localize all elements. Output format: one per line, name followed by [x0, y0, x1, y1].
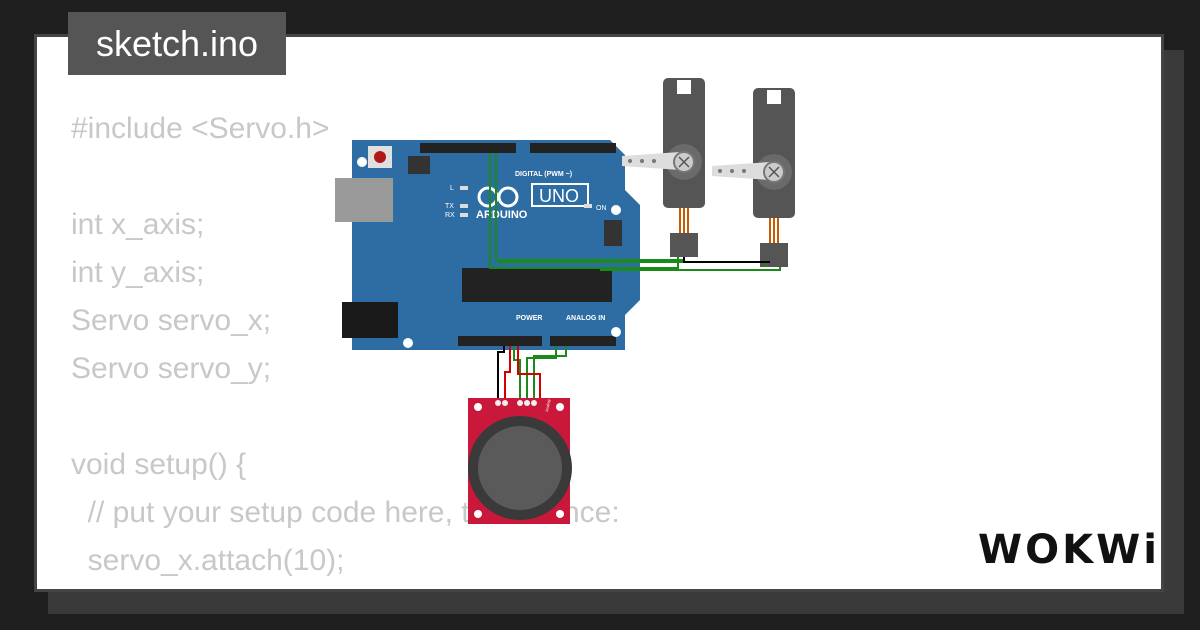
- power-header-label: POWER: [516, 315, 542, 322]
- arduino-model: UNO: [539, 186, 579, 206]
- code-editor: #include <Servo.h> int x_axis;int y_axis;…: [71, 105, 620, 589]
- on-led-label: ON: [596, 205, 607, 212]
- code-line: servo_x.attach(10);: [71, 544, 345, 577]
- wiring: [489, 153, 781, 398]
- code-line: #include <Servo.h>: [71, 112, 330, 145]
- led-tx-label: TX: [445, 203, 454, 210]
- code-line: void setup() {: [71, 448, 247, 481]
- servo-x[interactable]: [622, 78, 705, 257]
- code-line: // put your setup code here, to run once…: [71, 496, 620, 529]
- wokwi-logo[interactable]: WOKWi: [978, 527, 1160, 573]
- analog-joystick[interactable]: Analog Joystick: [468, 384, 572, 524]
- led-l-label: L: [450, 185, 454, 192]
- digital-header-left: [420, 143, 516, 153]
- servo-y[interactable]: [712, 88, 795, 267]
- digital-header-label: DIGITAL (PWM ~): [515, 171, 572, 178]
- usb-port: [335, 178, 393, 222]
- analog-header-label: ANALOG IN: [566, 315, 605, 322]
- code-line: int y_axis;: [71, 256, 205, 289]
- code-line: int x_axis;: [71, 208, 205, 241]
- code-line: Servo servo_x;: [71, 304, 272, 337]
- analog-header: [550, 336, 616, 346]
- arduino-uno-board[interactable]: ARDUINO UNO DIGITAL (PWM ~) POWER ANALOG…: [335, 140, 640, 350]
- power-jack: [342, 302, 398, 338]
- joystick-label: Analog Joystick: [544, 384, 554, 412]
- code-line: Servo servo_y;: [71, 352, 272, 385]
- led-rx-label: RX: [445, 212, 455, 219]
- digital-header-right: [530, 143, 616, 153]
- file-tab-sketch[interactable]: sketch.ino: [68, 12, 286, 75]
- arduino-brand: ARDUINO: [476, 209, 528, 221]
- power-header: [458, 336, 542, 346]
- microcontroller-chip: [462, 268, 612, 302]
